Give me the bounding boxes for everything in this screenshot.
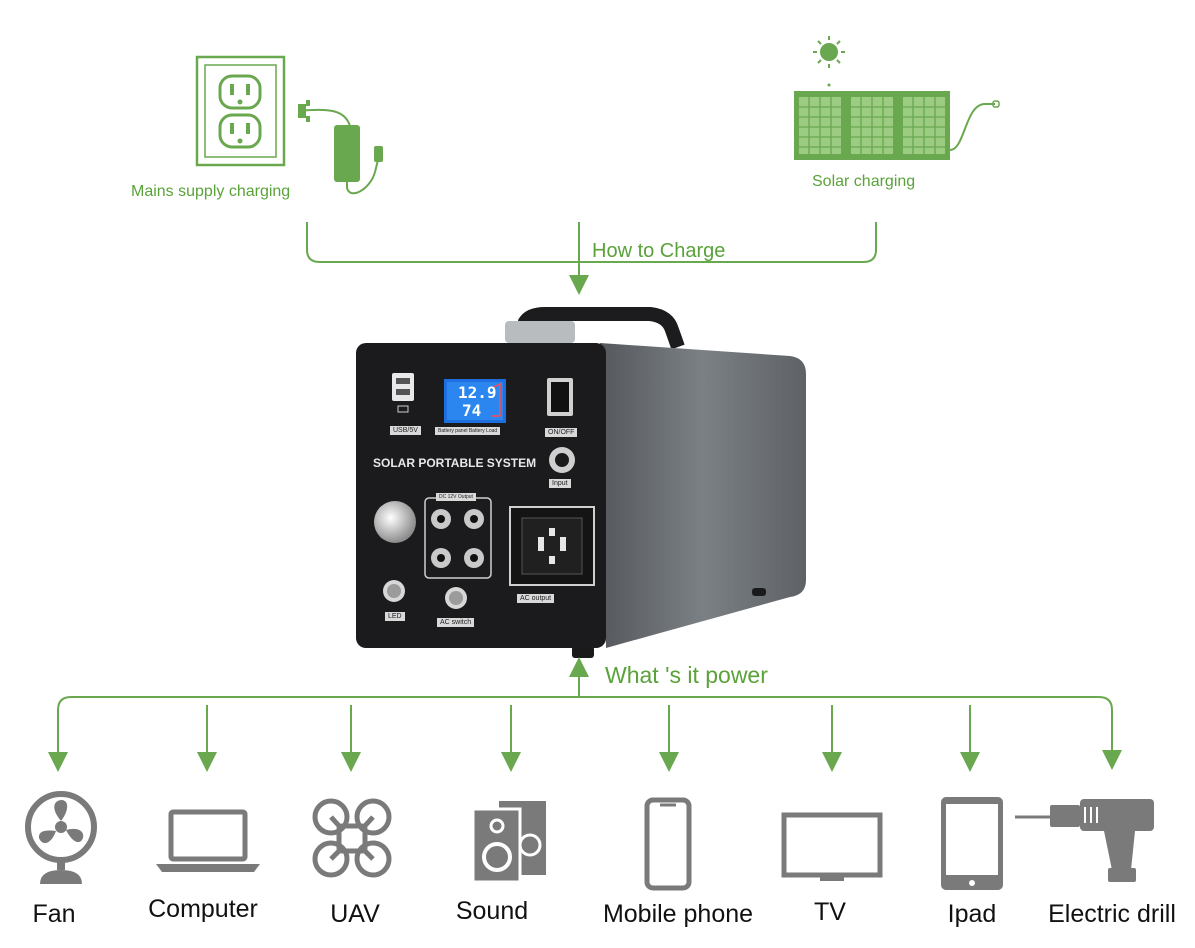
sun-icon <box>813 36 845 87</box>
ac-switch-label: AC switch <box>437 618 475 627</box>
phone-icon <box>644 797 692 891</box>
drone-icon <box>312 798 392 878</box>
lcd-bottom-value: 74 <box>462 401 482 420</box>
solar-panel-icon <box>794 91 1000 160</box>
lcd-caption: Battery panel Battery Load <box>435 427 501 435</box>
drill-icon <box>1015 799 1154 882</box>
appliance-label-computer: Computer <box>148 895 258 923</box>
onoff-label: ON/OFF <box>545 428 578 437</box>
ac-output-label: AC output <box>517 594 555 603</box>
usb-label: USB/5V <box>390 426 421 435</box>
appliance-label-uav: UAV <box>330 900 380 928</box>
fan-icon <box>25 791 97 884</box>
what-it-powers-label: What 's it power <box>605 662 768 688</box>
device-brand-text: SOLAR PORTABLE SYSTEM <box>373 456 537 470</box>
dc-output-label: DC 12V Output <box>436 493 476 501</box>
power-connector <box>48 657 1122 772</box>
appliance-label-ipad: Ipad <box>947 900 997 928</box>
how-to-charge-label: How to Charge <box>592 240 726 262</box>
tablet-icon <box>941 797 1003 890</box>
mains-supply-label: Mains supply charging <box>131 183 291 200</box>
solar-charging-label: Solar charging <box>812 173 916 190</box>
laptop-icon <box>156 809 260 872</box>
speaker-icon <box>471 801 546 884</box>
charger-adapter-icon <box>297 100 383 195</box>
appliance-label-fan: Fan <box>32 900 76 928</box>
charge-connector <box>306 222 877 295</box>
wall-outlet-icon <box>195 55 286 167</box>
appliance-label-sound: Sound <box>455 897 529 925</box>
appliance-label-electric-drill: Electric drill <box>1048 900 1176 928</box>
appliance-label-tv: TV <box>814 898 846 926</box>
input-label: Input <box>549 479 571 488</box>
lcd-top-value: 12.9 <box>458 383 497 402</box>
tv-icon <box>781 812 883 881</box>
appliance-label-mobile-phone: Mobile phone <box>602 900 754 928</box>
power-station-device <box>356 307 806 658</box>
led-label: LED <box>385 612 405 621</box>
